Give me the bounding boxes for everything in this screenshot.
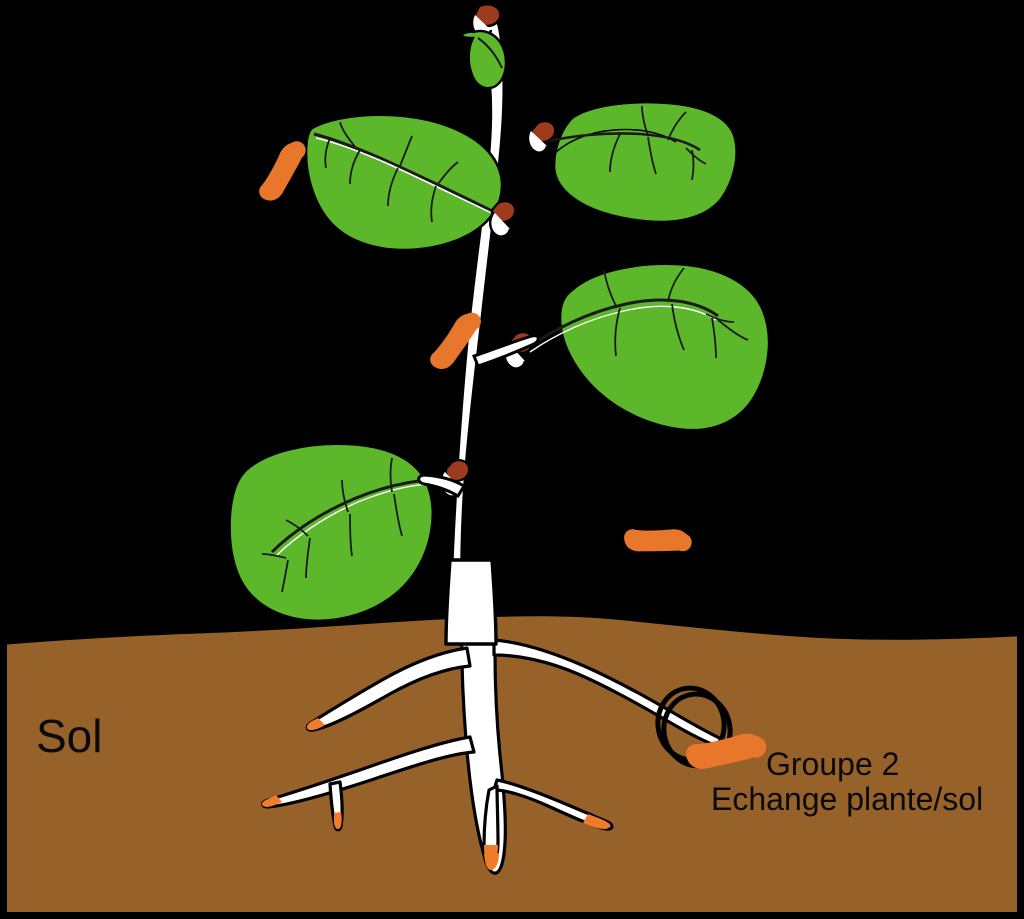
soil-layer [0, 616, 1024, 919]
group-title-label: Groupe 2 [766, 746, 899, 782]
apex-assembly [460, 2, 508, 90]
leaf-top-small-vein [477, 37, 503, 69]
stem-node-rings [481, 280, 509, 341]
leaf-lower-left [228, 442, 471, 623]
leaf-top-small [460, 29, 508, 90]
root-bottom-right [492, 778, 614, 831]
root-tips [262, 718, 611, 870]
soil-label: Sol [36, 710, 102, 762]
group-subtitle-label: Echange plante/sol [711, 781, 983, 817]
leaf-mid-right [472, 262, 771, 432]
root-system [261, 598, 734, 875]
leaf-upper-right [526, 100, 738, 224]
leaf-upper-left [304, 113, 517, 252]
